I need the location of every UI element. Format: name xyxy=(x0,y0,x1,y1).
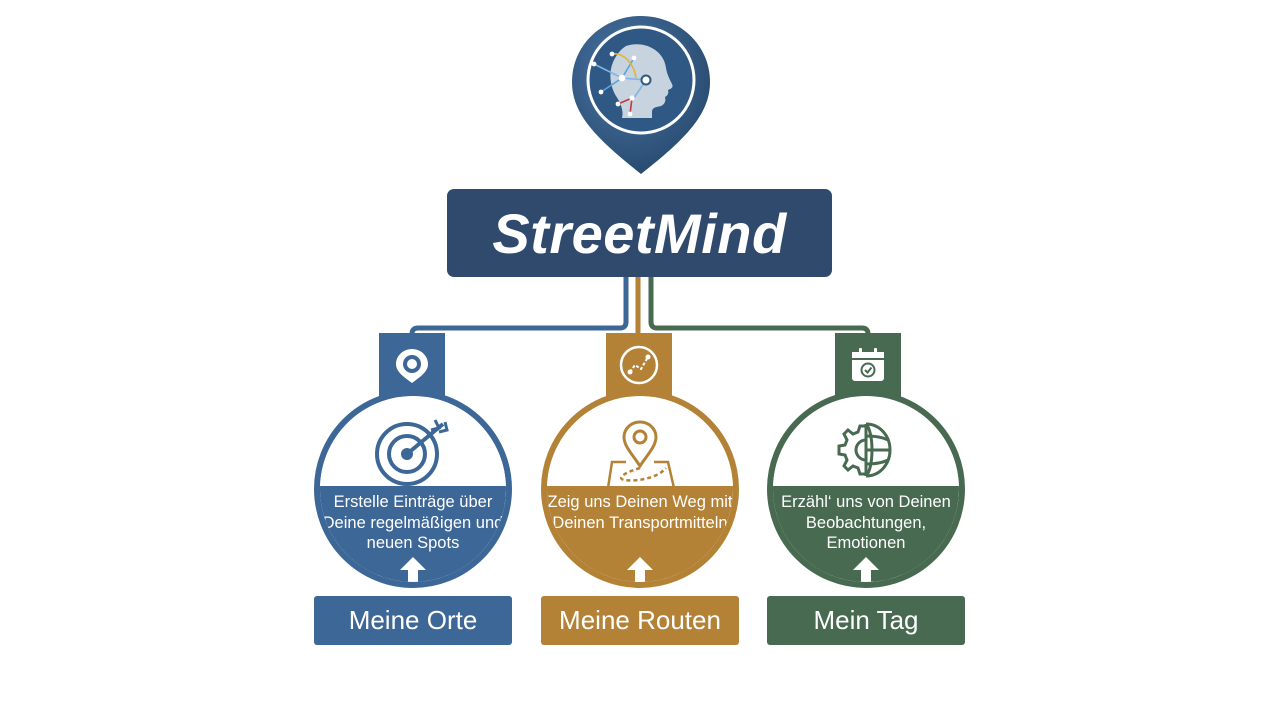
tab-routen xyxy=(606,333,672,397)
description-tag: Erzähl‘ uns von Deinen Beobachtungen, Em… xyxy=(781,493,951,552)
app-title: StreetMind xyxy=(492,201,787,265)
description-orte: Erstelle Einträge über Deine regelmäßige… xyxy=(322,493,504,552)
mein-tag-button[interactable]: Mein Tag xyxy=(767,596,965,645)
route-path-icon xyxy=(619,345,659,385)
connector-green xyxy=(648,277,871,340)
gear-globe-icon xyxy=(837,422,892,478)
meine-routen-button[interactable]: Meine Routen xyxy=(541,596,739,645)
arrow-up-icon xyxy=(853,557,879,582)
arrow-up-icon xyxy=(400,557,426,582)
circle-tag: Erzähl‘ uns von Deinen Beobachtungen, Em… xyxy=(767,390,965,588)
connector-blue xyxy=(409,277,629,340)
calendar-check-icon xyxy=(852,348,884,381)
map-pin-route-icon xyxy=(607,420,675,486)
circle-orte: Erstelle Einträge über Deine regelmäßige… xyxy=(314,390,512,588)
location-pin-icon xyxy=(396,349,428,383)
target-arrow-icon xyxy=(375,419,449,486)
tab-orte xyxy=(379,333,445,397)
ai-head-network-pin-icon xyxy=(572,16,710,174)
tab-tag xyxy=(835,333,901,397)
meine-orte-button[interactable]: Meine Orte xyxy=(314,596,512,645)
arrow-up-icon xyxy=(627,557,653,582)
title-box: StreetMind xyxy=(447,189,832,277)
description-routen: Zeig uns Deinen Weg mit Deinen Transport… xyxy=(547,493,733,532)
circle-routen: Zeig uns Deinen Weg mit Deinen Transport… xyxy=(541,390,739,588)
